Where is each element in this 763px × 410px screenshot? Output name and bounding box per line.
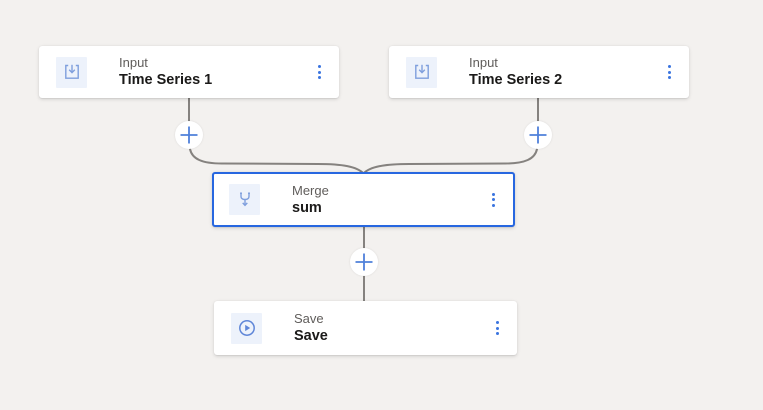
kebab-menu-icon: [318, 65, 321, 68]
node-title: Time Series 1: [119, 72, 213, 88]
node-type-label: Save: [294, 311, 324, 326]
node-title: sum: [292, 199, 322, 216]
add-node-button[interactable]: [350, 248, 378, 276]
play-icon: [231, 312, 262, 344]
node-menu-button[interactable]: [490, 316, 505, 340]
node-type-label: Input: [119, 55, 148, 70]
import-icon: [56, 56, 87, 88]
add-node-button[interactable]: [524, 121, 552, 149]
edge-input2-merge: [362, 148, 538, 175]
node-title: Time Series 2: [469, 72, 563, 88]
plus-icon: [529, 126, 547, 144]
kebab-menu-icon: [496, 321, 499, 324]
node-type-label: Input: [469, 55, 498, 70]
import-icon: [406, 56, 437, 88]
edge-input1-merge: [189, 148, 365, 175]
node-input-time-series-2[interactable]: Input Time Series 2: [389, 46, 689, 98]
node-input-time-series-1[interactable]: Input Time Series 1: [39, 46, 339, 98]
kebab-menu-icon: [492, 192, 495, 196]
node-menu-button[interactable]: [662, 60, 677, 84]
node-save[interactable]: Save Save: [214, 301, 517, 355]
node-type-label: Merge: [292, 182, 329, 198]
node-title: Save: [294, 328, 328, 344]
plus-icon: [180, 126, 198, 144]
add-node-button[interactable]: [175, 121, 203, 149]
kebab-menu-icon: [668, 65, 671, 68]
merge-icon: [229, 184, 260, 215]
node-merge-sum[interactable]: Merge sum: [212, 172, 515, 227]
plus-icon: [355, 253, 373, 271]
node-menu-button[interactable]: [312, 60, 327, 84]
node-menu-button[interactable]: [486, 188, 501, 212]
